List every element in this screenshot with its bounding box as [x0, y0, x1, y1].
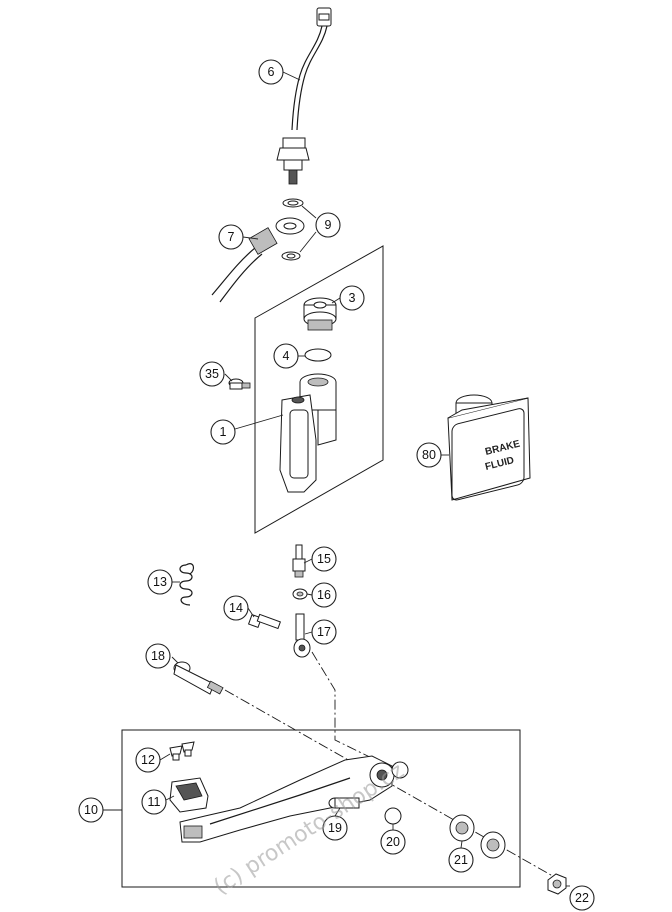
reservoir-cap	[303, 297, 337, 331]
pedal-tip-11	[169, 777, 209, 813]
washer-20	[384, 807, 402, 825]
svg-text:7: 7	[228, 230, 235, 244]
svg-text:16: 16	[317, 588, 331, 602]
rivets-12	[169, 741, 195, 761]
svg-text:20: 20	[386, 835, 400, 849]
o-ring	[304, 348, 332, 362]
svg-text:21: 21	[454, 853, 468, 867]
brake-fluid-bottle: BRAKE FLUID	[447, 394, 531, 501]
pedal-assembly-frame	[121, 729, 521, 888]
callout-16: 16	[311, 582, 337, 608]
svg-text:13: 13	[153, 575, 167, 589]
svg-text:1: 1	[220, 425, 227, 439]
svg-text:17: 17	[317, 625, 331, 639]
callout-4: 4	[273, 343, 299, 369]
callout-20: 20	[380, 829, 406, 855]
svg-text:11: 11	[148, 795, 161, 809]
svg-text:19: 19	[328, 821, 342, 835]
sealing-washers	[281, 198, 304, 261]
svg-text:6: 6	[268, 65, 275, 79]
callout-7: 7	[218, 224, 244, 250]
callout-10: 10	[78, 797, 104, 823]
svg-text:35: 35	[205, 367, 219, 381]
pivot-pin-18	[173, 661, 224, 695]
callout-12: 12	[135, 747, 161, 773]
callout-3: 3	[339, 285, 365, 311]
bolt-14	[247, 613, 282, 630]
callout-18: 18	[145, 643, 171, 669]
nut-22	[547, 873, 567, 895]
callout-21: 21	[448, 847, 474, 873]
assembly-axis-pin	[224, 689, 566, 884]
callout-14: 14	[223, 595, 249, 621]
clevis-17	[293, 613, 311, 658]
svg-text:14: 14	[229, 601, 243, 615]
leader-lines	[103, 71, 570, 887]
bearings-21	[449, 814, 506, 859]
push-rod-15	[292, 544, 306, 578]
callout-22: 22	[569, 885, 595, 911]
svg-text:80: 80	[422, 448, 436, 462]
callout-80: 80	[416, 442, 442, 468]
pin-19	[328, 797, 360, 809]
master-cylinder-frame	[254, 245, 384, 534]
callout-6: 6	[258, 59, 284, 85]
svg-text:3: 3	[349, 291, 356, 305]
brake-pedal	[179, 755, 409, 843]
nut-16	[292, 588, 308, 600]
svg-text:10: 10	[84, 803, 98, 817]
callout-13: 13	[147, 569, 173, 595]
callout-15: 15	[311, 546, 337, 572]
callout-9: 9	[315, 212, 341, 238]
brake-hose	[211, 217, 305, 303]
callout-35: 35	[199, 361, 225, 387]
svg-text:15: 15	[317, 552, 331, 566]
svg-text:9: 9	[325, 218, 332, 232]
callout-1: 1	[210, 419, 236, 445]
svg-text:22: 22	[575, 891, 589, 905]
svg-text:4: 4	[283, 349, 290, 363]
callout-11: 11	[141, 789, 167, 815]
master-cylinder	[279, 373, 337, 493]
assembly-axis-rod	[311, 651, 381, 763]
svg-text:12: 12	[141, 753, 155, 767]
callout-19: 19	[322, 815, 348, 841]
svg-text:18: 18	[151, 649, 165, 663]
return-spring	[179, 563, 195, 606]
callout-17: 17	[311, 619, 337, 645]
brake-light-switch	[276, 7, 332, 185]
screw-35	[228, 378, 251, 390]
